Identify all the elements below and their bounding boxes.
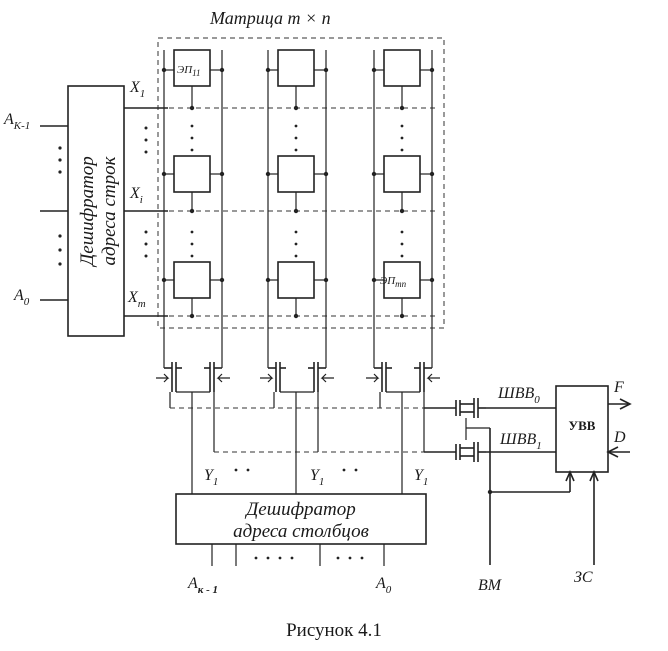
vm-arrow bbox=[565, 470, 575, 482]
junction-dots bbox=[161, 67, 435, 319]
cell-last-label: ЭПmn bbox=[380, 275, 407, 289]
memory-cell bbox=[277, 155, 315, 193]
row-lines bbox=[124, 107, 438, 317]
row-line-xm-label: Xm bbox=[127, 289, 146, 310]
column-addr-left-label: Aк - 1 bbox=[187, 575, 218, 596]
column-addr-wires bbox=[211, 544, 385, 566]
row-line-dots bbox=[144, 126, 148, 258]
column-y-label-1: Y1 bbox=[204, 467, 218, 488]
column-addr-right-label: A0 bbox=[375, 575, 392, 596]
input-d-label: D bbox=[613, 429, 626, 446]
column-y-label-2: Y1 bbox=[310, 467, 324, 488]
row-decoder-block bbox=[67, 85, 125, 337]
row-addr-dots bbox=[58, 146, 62, 266]
matrix-title: Матрица m × n bbox=[209, 8, 331, 28]
memory-cell bbox=[173, 261, 211, 299]
memory-cell bbox=[173, 49, 211, 87]
row-decoder-line1: Дешифратор bbox=[77, 156, 98, 268]
vm-junction-dot bbox=[487, 489, 493, 495]
column-decoder-block bbox=[175, 493, 427, 545]
row-line-xi-label: Xi bbox=[129, 185, 143, 206]
column-decoder-line1: Дешифратор bbox=[244, 499, 356, 520]
column-select-transistors bbox=[156, 362, 440, 452]
data-buses bbox=[170, 407, 556, 453]
column-y-label-3: Y1 bbox=[414, 467, 428, 488]
row-line-x1-label: X1 bbox=[129, 79, 145, 100]
output-f-arrow bbox=[619, 398, 632, 410]
output-f-label: F bbox=[613, 379, 624, 396]
figure-caption: Рисунок 4.1 bbox=[286, 620, 382, 641]
column-select-lines bbox=[191, 392, 403, 494]
memory-cell bbox=[277, 261, 315, 299]
zs-arrow bbox=[589, 470, 599, 482]
row-decoder-line2: адреса строк bbox=[99, 155, 120, 265]
memory-cell bbox=[277, 49, 315, 87]
memory-cell bbox=[383, 49, 421, 87]
zs-label: ЗС bbox=[574, 569, 593, 586]
io-device-label: УВВ bbox=[569, 418, 596, 433]
vm-label: ВМ bbox=[478, 577, 503, 594]
matrix-vertical-dots bbox=[190, 124, 404, 258]
input-d-arrow bbox=[606, 446, 619, 458]
memory-cell bbox=[383, 155, 421, 193]
column-bit-lines bbox=[163, 50, 433, 368]
bus-0-label: ШВВ0 bbox=[497, 385, 540, 406]
io-device-block bbox=[555, 385, 609, 473]
memory-cell bbox=[173, 155, 211, 193]
cell-first-label: ЭП11 bbox=[177, 64, 201, 78]
bus-gate-transistors bbox=[455, 398, 491, 565]
bus-1-label: ШВВ1 bbox=[499, 431, 542, 452]
row-addr-bottom-label: A0 bbox=[13, 287, 30, 308]
column-decoder-line2: адреса столбцов bbox=[233, 521, 369, 542]
row-addr-top-label: AК-1 bbox=[3, 111, 30, 132]
